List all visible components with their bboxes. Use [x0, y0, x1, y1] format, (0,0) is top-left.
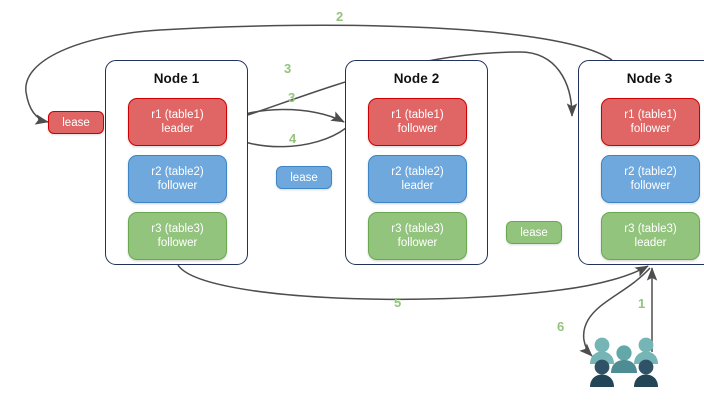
edge-label-6: 6 [557, 319, 565, 334]
edge-label-3a: 3 [284, 61, 292, 76]
node-title-node3: Node 3 [626, 71, 673, 86]
replica-role: follower [157, 237, 198, 249]
node-title-node1: Node 1 [153, 71, 200, 86]
replica-role: leader [634, 237, 667, 249]
replica-name: r2 (table2) [391, 166, 444, 178]
lease-label: lease [290, 171, 318, 184]
lease-badge-r1: lease [48, 111, 104, 134]
lease-label: lease [520, 226, 548, 239]
lease-badge-r3: lease [506, 221, 562, 244]
node-container-node1: Node 1 r1 (table1) leader r2 (table2) fo… [105, 60, 248, 265]
edge-label-1: 1 [638, 296, 646, 311]
node-container-node3: Node 3 r1 (table1) follower r2 (table2) … [578, 60, 704, 265]
people-group-icon [590, 337, 658, 387]
replica-role: follower [397, 123, 438, 135]
replica-role: follower [630, 180, 671, 192]
lease-badge-r2: lease [276, 166, 332, 189]
replica-node1-r1: r1 (table1) leader [128, 98, 227, 146]
replica-role: leader [161, 123, 194, 135]
replica-name: r2 (table2) [151, 166, 204, 178]
replica-name: r2 (table2) [624, 166, 677, 178]
replica-node3-r3: r3 (table3) leader [601, 212, 700, 260]
replica-name: r1 (table1) [624, 109, 677, 121]
edge-label-4: 4 [289, 131, 297, 146]
replica-node2-r3: r3 (table3) follower [368, 212, 467, 260]
replica-role: follower [630, 123, 671, 135]
replica-node1-r3: r3 (table3) follower [128, 212, 227, 260]
lease-label: lease [62, 116, 90, 129]
replica-node1-r2: r2 (table2) follower [128, 155, 227, 203]
node-container-node2: Node 2 r1 (table1) follower r2 (table2) … [345, 60, 488, 265]
replica-role: follower [397, 237, 438, 249]
edge-label-5: 5 [394, 295, 402, 310]
replica-name: r3 (table3) [151, 223, 204, 235]
replica-name: r3 (table3) [391, 223, 444, 235]
edge-label-3b: 3 [288, 90, 296, 105]
replica-name: r3 (table3) [624, 223, 677, 235]
edge-label-2: 2 [336, 9, 344, 24]
replica-name: r1 (table1) [151, 109, 204, 121]
replica-node3-r2: r2 (table2) follower [601, 155, 700, 203]
replica-role: leader [401, 180, 434, 192]
replica-name: r1 (table1) [391, 109, 444, 121]
replica-node3-r1: r1 (table1) follower [601, 98, 700, 146]
node-title-node2: Node 2 [393, 71, 440, 86]
replica-node2-r2: r2 (table2) leader [368, 155, 467, 203]
edge-5-path [177, 264, 649, 301]
replica-role: follower [157, 180, 198, 192]
replica-node2-r1: r1 (table1) follower [368, 98, 467, 146]
